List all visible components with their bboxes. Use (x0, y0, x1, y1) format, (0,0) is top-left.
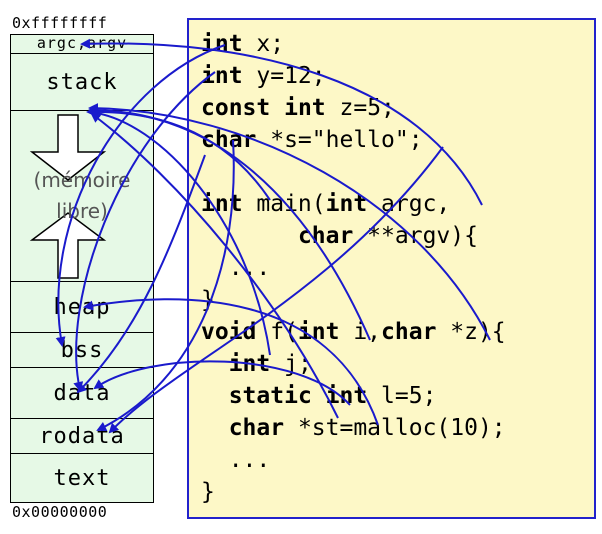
code-text: j; (270, 351, 312, 377)
code-line: } (201, 476, 215, 508)
code-text: z=5; (325, 95, 395, 121)
code-line: ... (201, 444, 271, 476)
code-text: ... (201, 447, 271, 473)
code-text: y=12; (242, 63, 326, 89)
code-text: *z){ (436, 319, 506, 345)
bottom-address-label: 0x00000000 (12, 503, 108, 521)
segment-bss: bss (10, 332, 154, 368)
code-keyword: char (381, 319, 437, 345)
code-keyword: char (228, 415, 285, 441)
arrow-z-param-to-stack (88, 103, 491, 341)
arrow-j-to-stack (88, 107, 271, 356)
code-line: } (201, 284, 215, 316)
segment-stack: stack (10, 53, 154, 111)
code-line: int j; (201, 348, 312, 380)
code-line: const int z=5; (201, 92, 395, 124)
arrow-argc-to-args (80, 38, 483, 206)
code-line: char **argv){ (201, 220, 478, 252)
arrow-main-to-stack (86, 106, 271, 201)
code-text: *st=malloc(10); (284, 415, 506, 441)
arrow-z-to-rodata (96, 139, 235, 431)
code-keyword: int (284, 95, 326, 121)
arrow-malloc-to-heap (83, 298, 379, 426)
code-keyword: const (201, 95, 271, 121)
top-address-label: 0xffffffff (12, 14, 108, 32)
code-line: int main(int argc, (201, 188, 450, 220)
arrow-st-to-stack (90, 112, 339, 419)
free-memory-label-line2: libre) (56, 199, 108, 223)
code-text: argc, (367, 191, 451, 217)
code-keyword: void (201, 319, 257, 345)
arrow-l-to-data (93, 360, 351, 406)
code-line: char *st=malloc(10); (201, 412, 506, 444)
code-text: } (201, 287, 215, 313)
code-line: static int l=5; (201, 380, 437, 412)
code-line: char *s="hello"; (201, 124, 423, 156)
heap-growth-arrow (29, 212, 107, 279)
code-text: } (201, 479, 215, 505)
arrow-x-to-bss (55, 44, 226, 347)
source-code-box: int x; int y=12; const int z=5; char *s=… (187, 18, 596, 519)
segment-free-memory (10, 110, 154, 282)
arrow-y-to-data (73, 71, 216, 392)
code-text: x; (242, 31, 285, 57)
code-keyword: static (228, 383, 312, 409)
arrow-s-to-data (76, 154, 206, 394)
arrow-hello-to-rodata (108, 146, 444, 434)
code-text: *s="hello"; (256, 127, 423, 153)
segment-rodata: rodata (10, 418, 154, 454)
stack-growth-arrow (29, 114, 107, 181)
code-keyword: int (201, 63, 243, 89)
code-text: l=5; (367, 383, 437, 409)
code-text: **argv){ (353, 223, 478, 249)
code-keyword: int (201, 191, 243, 217)
segment-text: text (10, 453, 154, 503)
arrow-i-to-stack (88, 105, 371, 341)
segment-heap: heap (10, 281, 154, 333)
code-line: int y=12; (201, 60, 326, 92)
code-keyword: char (297, 223, 354, 249)
